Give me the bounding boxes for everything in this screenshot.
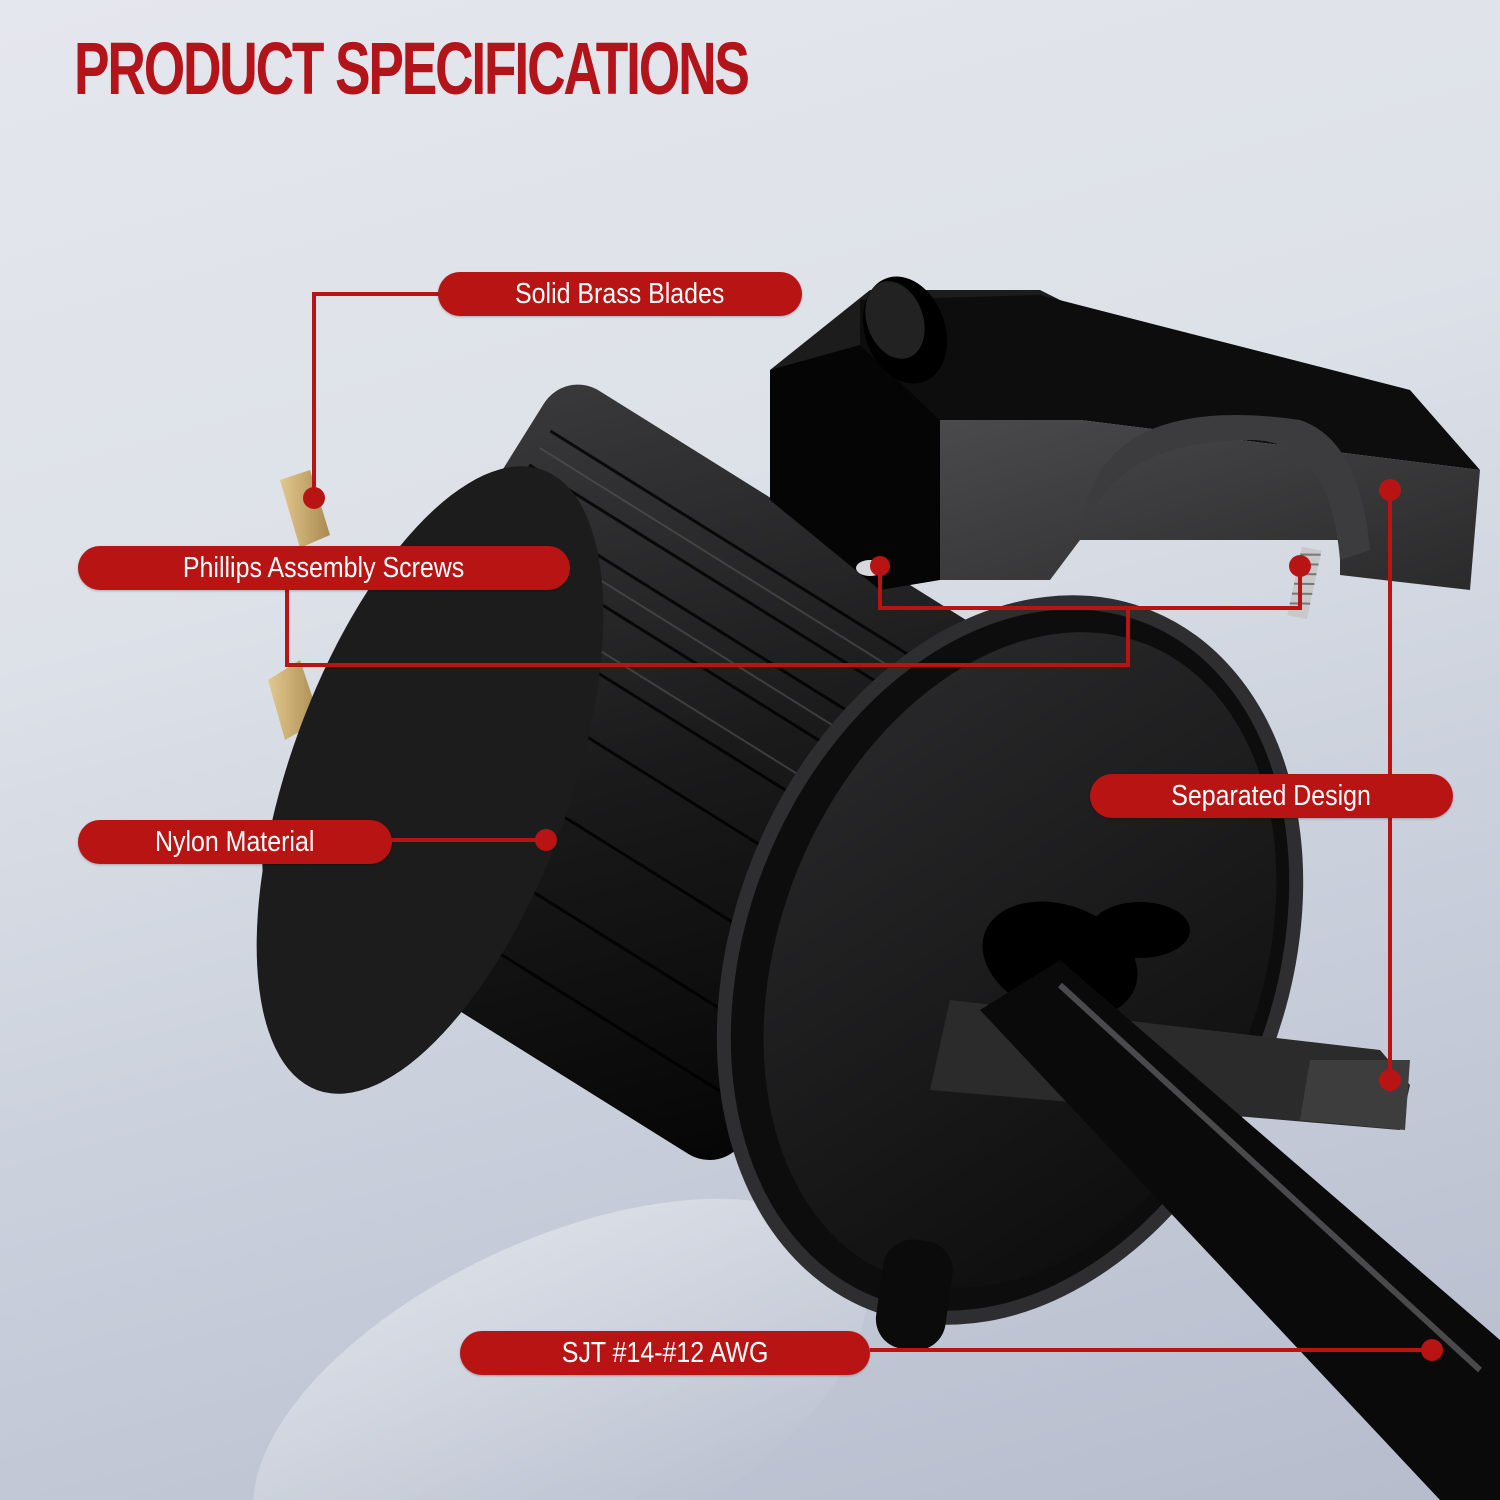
callout-label: Nylon Material <box>155 825 315 858</box>
callout-separated-design: Separated Design <box>1090 774 1453 818</box>
callout-nylon-material: Nylon Material <box>78 820 392 864</box>
callout-solid-brass-blades: Solid Brass Blades <box>438 272 802 316</box>
callout-label: SJT #14-#12 AWG <box>561 1336 769 1369</box>
callout-label: Separated Design <box>1171 779 1372 812</box>
page-title: PRODUCT SPECIFICATIONS <box>74 27 750 110</box>
callout-label: Solid Brass Blades <box>515 277 725 310</box>
callout-phillips-assembly-screws: Phillips Assembly Screws <box>78 546 570 590</box>
callout-label: Phillips Assembly Screws <box>183 551 465 584</box>
callout-sjt-awg: SJT #14-#12 AWG <box>460 1331 870 1375</box>
